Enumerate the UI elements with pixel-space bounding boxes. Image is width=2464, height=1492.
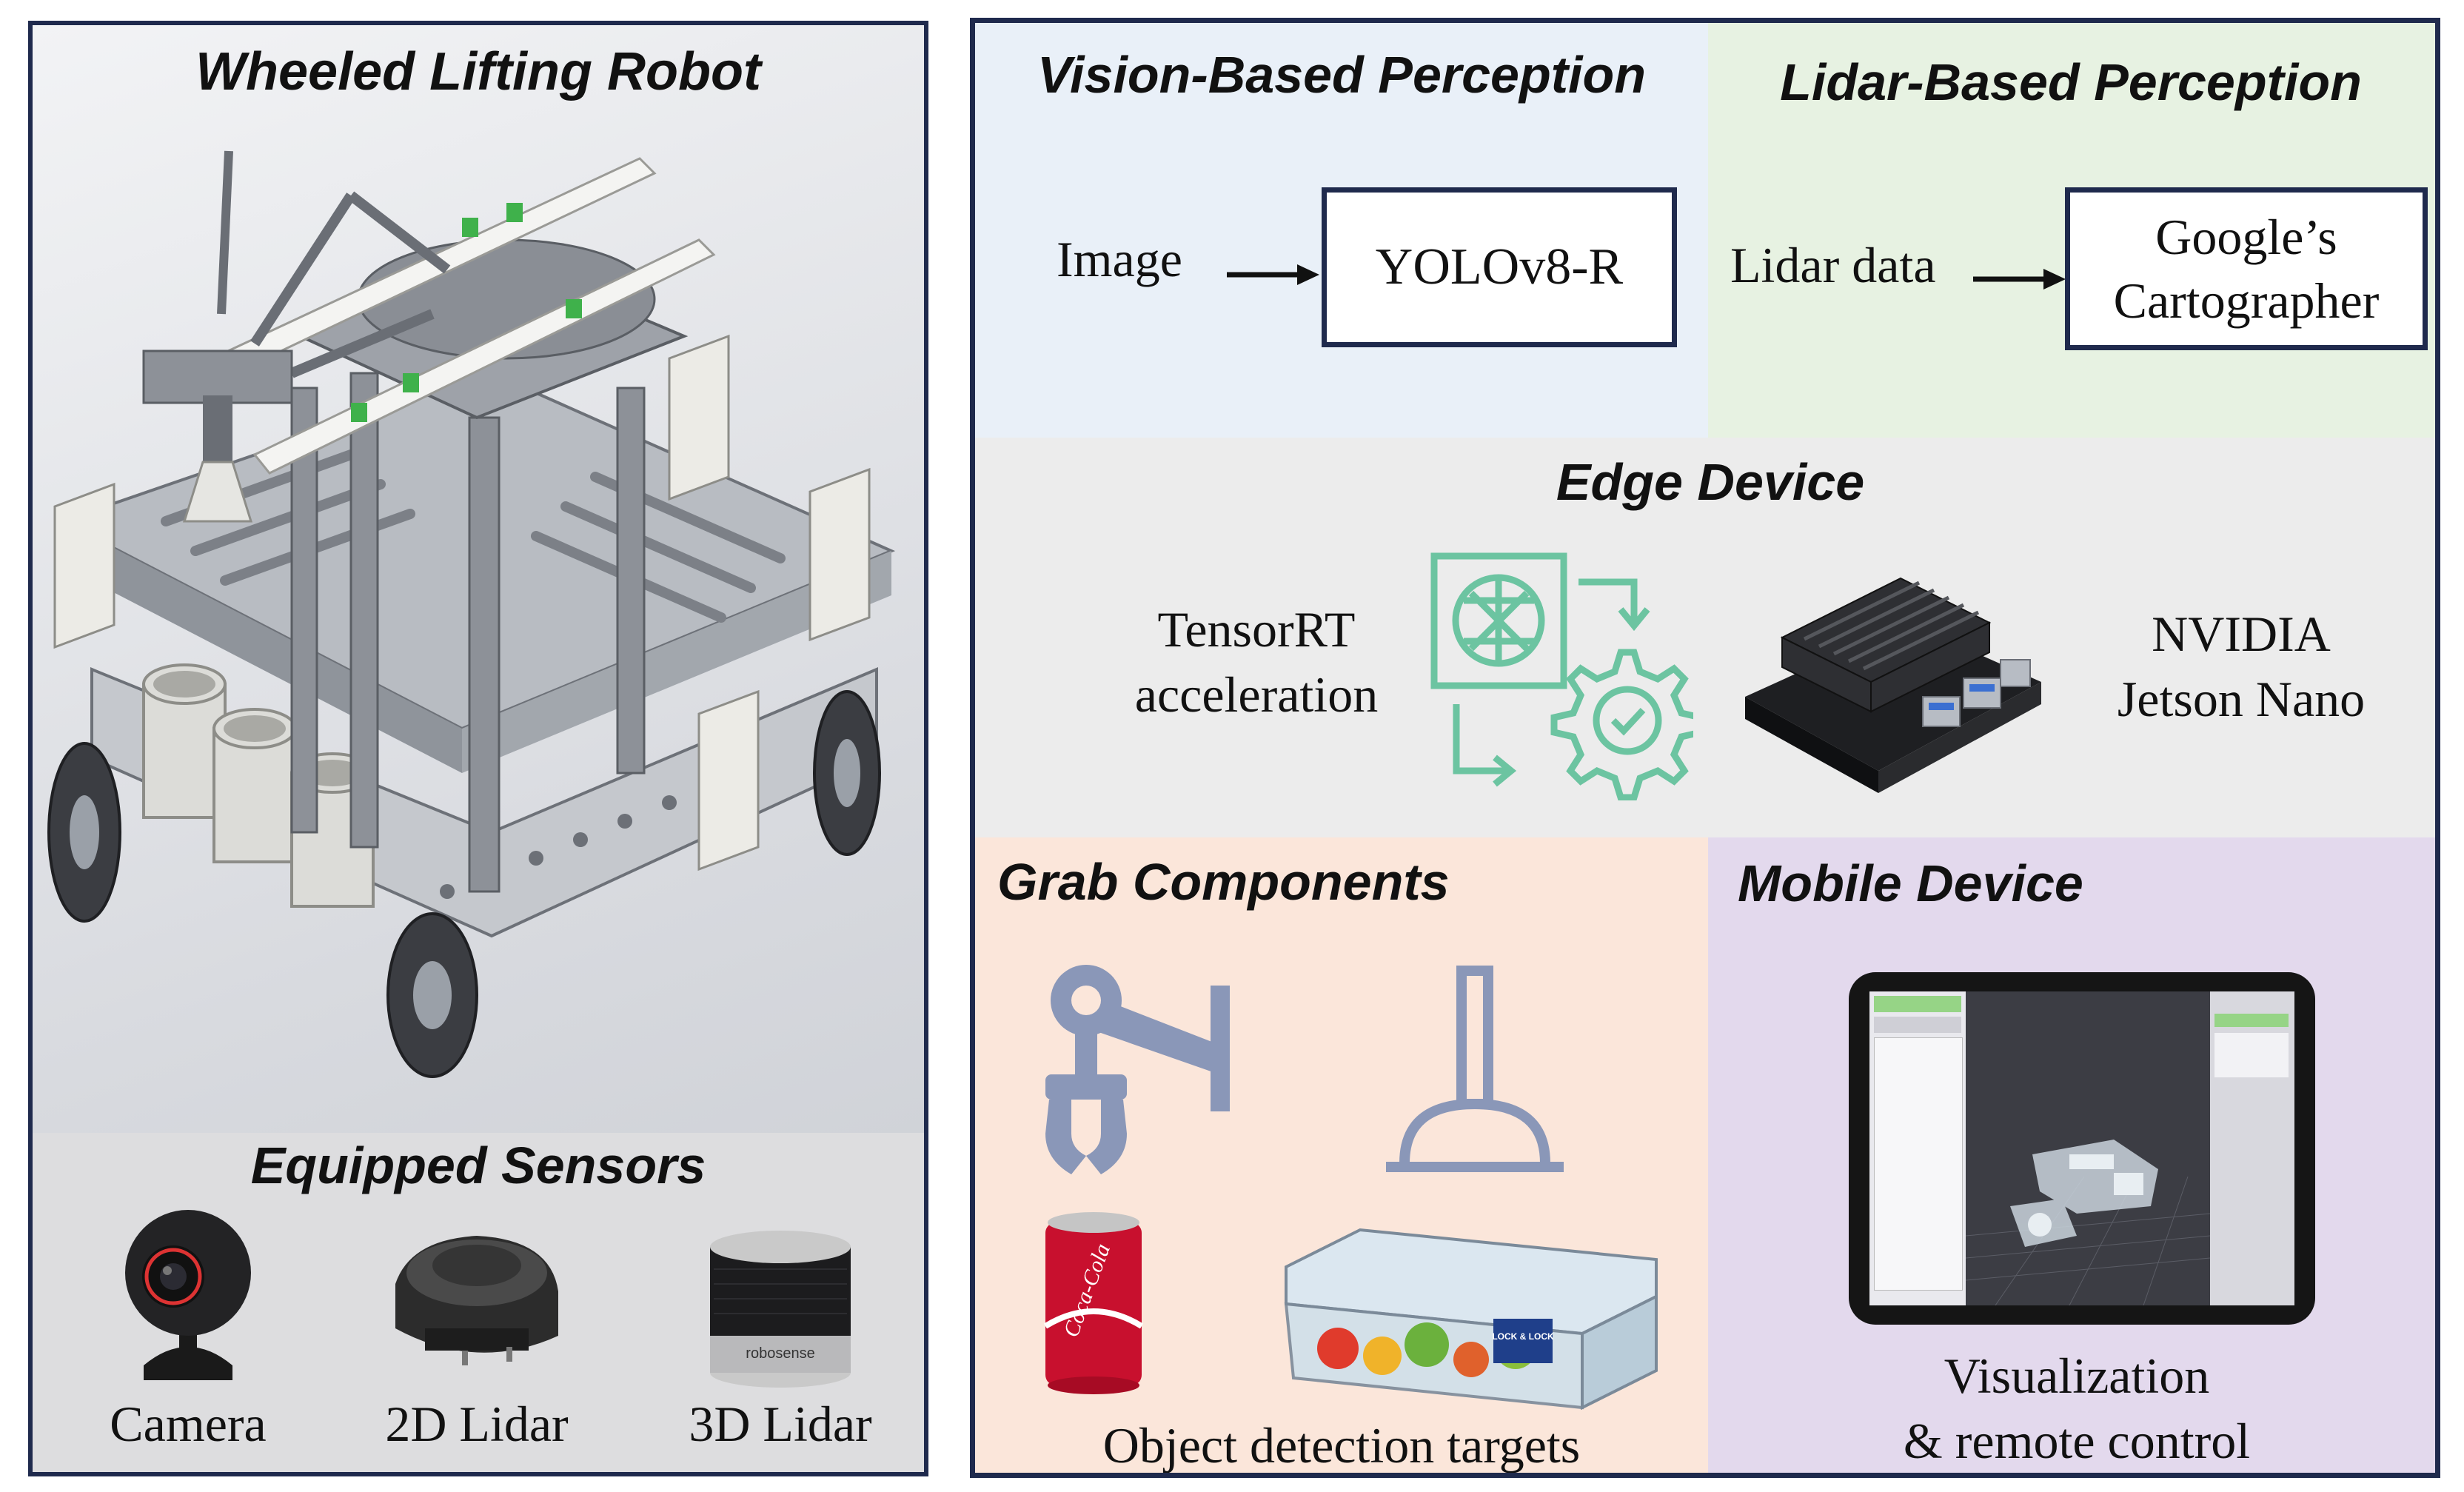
sensor-label-2d-lidar: 2D Lidar bbox=[385, 1396, 569, 1452]
3d-lidar-icon: robosense bbox=[710, 1231, 851, 1388]
vision-title: Vision-Based Perception bbox=[1037, 46, 1647, 104]
robot-title: Wheeled Lifting Robot bbox=[195, 42, 761, 101]
grab-title: Grab Components bbox=[997, 853, 1450, 911]
robot-panel: Wheeled Lifting Robot bbox=[28, 21, 928, 1476]
sensor-label-camera: Camera bbox=[110, 1396, 267, 1452]
edge-title: Edge Device bbox=[1556, 453, 1865, 511]
mobile-title: Mobile Device bbox=[1738, 854, 2083, 912]
grab-caption: Object detection targets bbox=[1102, 1417, 1581, 1473]
yolo-label: YOLOv8-R bbox=[1375, 238, 1624, 295]
tablet-right-panel bbox=[2210, 991, 2294, 1305]
cartographer-line2: Cartographer bbox=[2113, 272, 2380, 329]
robot-arm-icon bbox=[1045, 965, 1230, 1174]
mobile-caption-line2: & remote control bbox=[1903, 1413, 2251, 1469]
tensorrt-line1: TensorRT bbox=[1157, 601, 1356, 658]
tablet-left-panel bbox=[1869, 991, 1966, 1305]
jetson-line2: Jetson Nano bbox=[2117, 671, 2366, 727]
2d-lidar-icon bbox=[395, 1236, 558, 1365]
lidar-arrow bbox=[1973, 269, 2066, 290]
tablet-screen bbox=[1869, 991, 2294, 1305]
camera-icon bbox=[125, 1210, 251, 1380]
lidar-title: Lidar-Based Perception bbox=[1780, 53, 2362, 111]
mobile-caption-line1: Visualization bbox=[1944, 1348, 2210, 1404]
jetson-line1: NVIDIA bbox=[2152, 606, 2331, 662]
lidar-input-label: Lidar data bbox=[1730, 237, 1936, 293]
cartographer-box: Google’s Cartographer bbox=[2065, 187, 2428, 350]
point-cloud-view bbox=[1966, 1140, 2210, 1305]
sensors-title: Equipped Sensors bbox=[250, 1137, 706, 1194]
vision-arrow bbox=[1227, 264, 1319, 285]
sensor-label-3d-lidar: 3D Lidar bbox=[689, 1396, 872, 1452]
robot-render bbox=[47, 150, 896, 1078]
container-brand-text: LOCK & LOCK bbox=[1492, 1331, 1554, 1342]
coca-cola-can-icon: Coca-Cola bbox=[1043, 1212, 1144, 1394]
lidar-brand-text: robosense bbox=[746, 1345, 814, 1362]
yolo-box: YOLOv8-R bbox=[1322, 187, 1677, 347]
edge-section bbox=[975, 438, 2435, 837]
tablet-device bbox=[1849, 972, 2315, 1325]
tensorrt-icon bbox=[1430, 552, 1693, 800]
system-panel: Vision-Based Perception Image YOLOv8-R L… bbox=[970, 18, 2440, 1478]
tensorrt-line2: acceleration bbox=[1134, 666, 1379, 723]
vision-input-label: Image bbox=[1057, 231, 1182, 287]
jetson-nano-icon bbox=[1745, 577, 2041, 793]
suction-cup-icon bbox=[1386, 966, 1564, 1172]
cartographer-line1: Google’s bbox=[2155, 209, 2337, 265]
food-container-icon: LOCK & LOCK bbox=[1284, 1228, 1658, 1411]
